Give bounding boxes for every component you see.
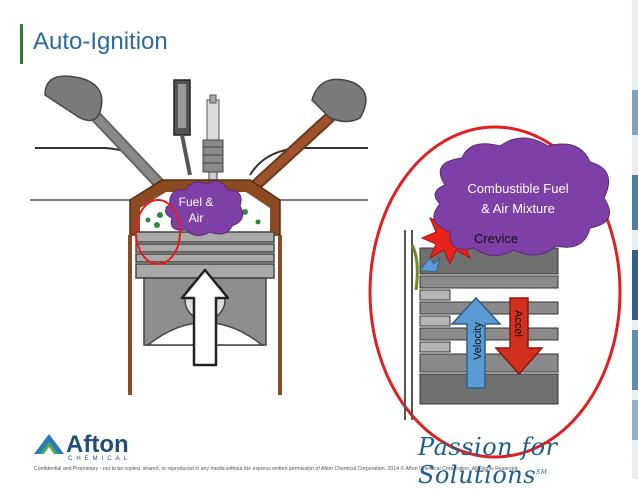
piston-up-arrow	[180, 268, 230, 367]
accel-arrow	[494, 297, 544, 376]
logo-name: Afton	[66, 431, 129, 458]
detail-piston	[419, 247, 559, 405]
fuel-injector	[173, 79, 192, 176]
right-edge-strip	[632, 0, 638, 479]
exhaust-valve	[239, 78, 367, 201]
title-accent-bar	[20, 24, 23, 64]
crevice-highlight-small	[135, 199, 181, 265]
slide: Auto-Ignition	[20, 0, 638, 489]
cylinder-head-outline	[35, 147, 368, 176]
fuel-air-label-line1: Fuel &	[179, 195, 214, 209]
tagline-mark: SM	[536, 469, 548, 476]
afton-logo-icon	[34, 434, 64, 454]
tagline: Passion for SolutionsSM	[418, 433, 638, 489]
velocity-label: Velocity	[472, 322, 484, 360]
auto-ignition-diagram: Fuel & Air Combustible Fuel	[30, 75, 622, 459]
accel-label: Accel	[512, 310, 524, 337]
fuel-film	[410, 244, 419, 291]
combustible-mixture-label-line1: Combustible Fuel	[467, 181, 568, 196]
intake-valve	[44, 75, 176, 201]
combustible-mixture-label-line2: & Air Mixture	[481, 201, 555, 216]
crevice-label: Crevice	[474, 231, 518, 246]
crevice-flow-arrow	[419, 256, 441, 273]
spark-plug	[202, 94, 224, 183]
velocity-arrow	[450, 296, 502, 389]
fuel-air-label-line2: Air	[189, 211, 204, 225]
slide-title: Auto-Ignition	[33, 28, 168, 55]
footer-disclaimer: Confidential and Proprietary - not to be…	[34, 466, 518, 472]
crevice-highlight-large	[368, 125, 622, 459]
tagline-text: Passion for Solutions	[418, 433, 558, 489]
combustible-mixture-cloud	[433, 137, 611, 256]
fuel-air-cloud	[165, 180, 244, 236]
logo-subtitle: CHEMICAL	[68, 456, 132, 462]
